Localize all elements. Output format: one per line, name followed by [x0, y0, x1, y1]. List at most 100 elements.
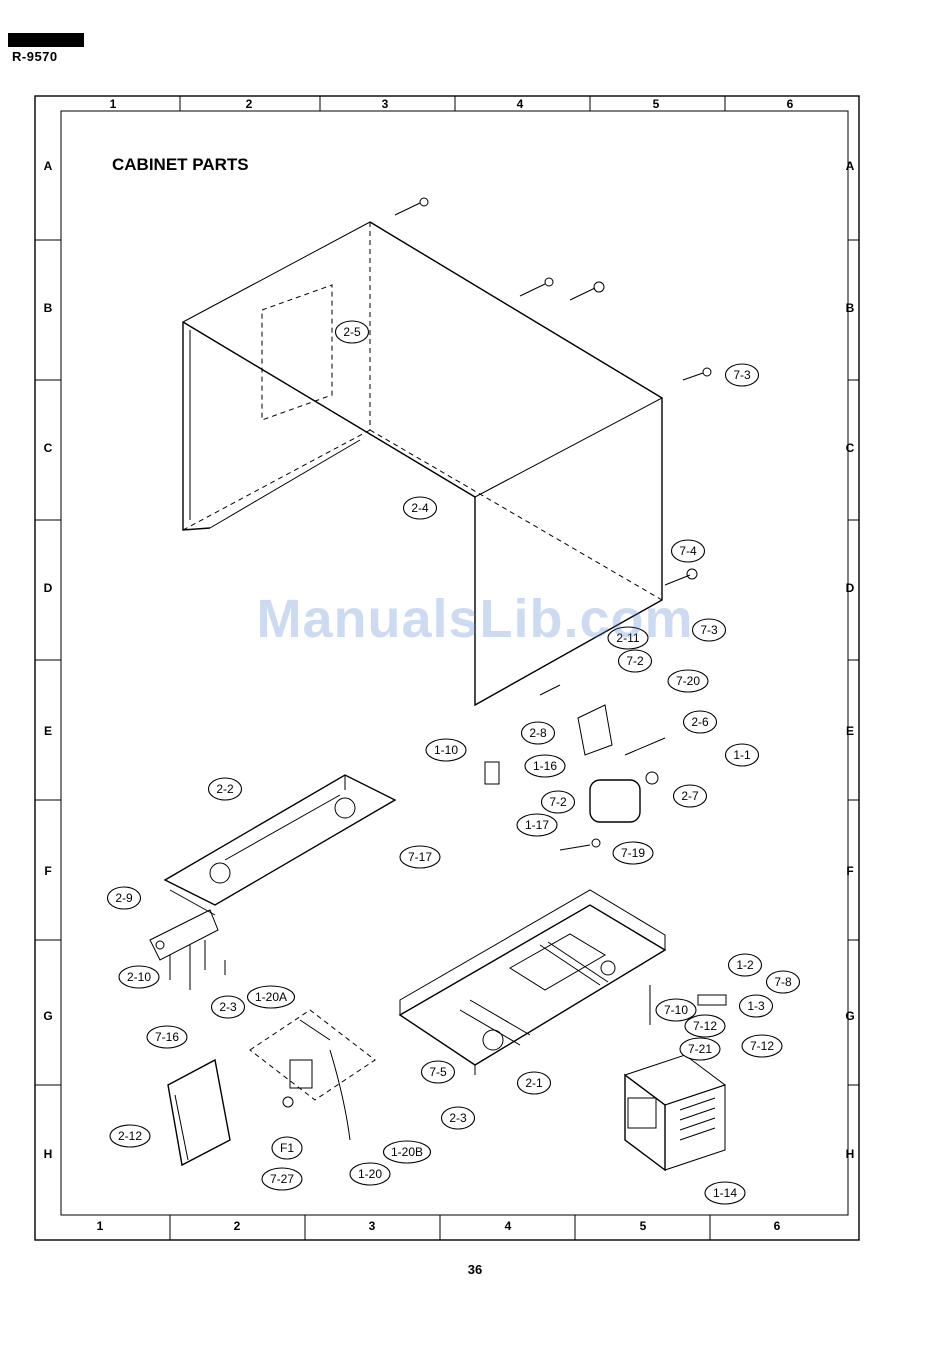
callout-label: 2-4 [411, 501, 429, 515]
grid-row-label-left: G [43, 1009, 52, 1023]
callout-7-12: 7-12 [742, 1035, 782, 1057]
callout-2-3: 2-3 [442, 1107, 475, 1129]
callout-label: 1-17 [525, 818, 549, 832]
callout-label: 2-6 [691, 715, 709, 729]
callout-7-17: 7-17 [400, 846, 440, 868]
grid-col-label-top: 3 [382, 97, 389, 111]
callout-label: 1-1 [733, 748, 751, 762]
callout-label: 7-3 [733, 368, 751, 382]
callout-label: 1-14 [713, 1186, 737, 1200]
callout-label: F1 [280, 1141, 294, 1155]
callout-2-12: 2-12 [110, 1125, 150, 1147]
grid-row-label-left: H [44, 1147, 53, 1161]
callout-label: 2-3 [219, 1000, 237, 1014]
callout-7-12: 7-12 [685, 1015, 725, 1037]
callout-7-5: 7-5 [422, 1061, 455, 1083]
callout-1-20: 1-20 [350, 1163, 390, 1185]
callout-label: 1-20A [255, 990, 287, 1004]
grid-col-label-bottom: 5 [640, 1219, 647, 1233]
callout-2-8: 2-8 [522, 722, 555, 744]
grid-col-label-top: 4 [517, 97, 524, 111]
callout-label: 2-1 [525, 1076, 543, 1090]
grid-row-label-left: E [44, 724, 52, 738]
watermark: ManualsLib.com [0, 588, 950, 650]
callout-2-10: 2-10 [119, 966, 159, 988]
mounting-plate [165, 775, 395, 915]
callout-label: 1-20 [358, 1167, 382, 1181]
callout-7-8: 7-8 [767, 971, 800, 993]
grid-col-label-bottom: 6 [774, 1219, 781, 1233]
grid-row-label-right: A [846, 159, 855, 173]
callout-1-10: 1-10 [426, 739, 466, 761]
callout-7-16: 7-16 [147, 1026, 187, 1048]
transformer [625, 1055, 725, 1170]
page-number: 36 [0, 1262, 950, 1277]
grid-row-label-left: B [44, 301, 53, 315]
grid-col-label-bottom: 1 [97, 1219, 104, 1233]
grid-col-label-top: 6 [787, 97, 794, 111]
callout-label: 2-7 [681, 789, 699, 803]
callout-2-6: 2-6 [684, 711, 717, 733]
callout-7-2: 7-2 [619, 650, 652, 672]
callout-1-3: 1-3 [740, 995, 773, 1017]
grid-col-label-top: 5 [653, 97, 660, 111]
callout-7-19: 7-19 [613, 842, 653, 864]
grid-row-label-left: C [44, 441, 53, 455]
grid-row-label-right: F [846, 864, 853, 878]
diagram-title: CABINET PARTS [112, 155, 249, 174]
callout-label: 7-17 [408, 850, 432, 864]
callout-7-3: 7-3 [726, 364, 759, 386]
callout-label: 1-10 [434, 743, 458, 757]
noise-filter-assembly [168, 1010, 375, 1165]
grid-col-label-bottom: 4 [505, 1219, 512, 1233]
callout-label: 2-12 [118, 1129, 142, 1143]
callout-7-21: 7-21 [680, 1038, 720, 1060]
callout-7-20: 7-20 [668, 670, 708, 692]
callout-F1: F1 [272, 1137, 302, 1159]
callout-label: 7-21 [688, 1042, 712, 1056]
callout-label: 7-2 [549, 795, 567, 809]
grid-row-label-right: H [846, 1147, 855, 1161]
callout-label: 7-20 [676, 674, 700, 688]
part-callouts: 2-52-47-37-47-32-117-27-202-82-61-11-101… [108, 321, 800, 1204]
grid-col-label-bottom: 2 [234, 1219, 241, 1233]
callout-label: 7-4 [679, 544, 697, 558]
grid-labels: 112233445566AABBCCDDEEFFGGHH [43, 97, 854, 1233]
callout-label: 7-19 [621, 846, 645, 860]
grid-row-label-left: F [44, 864, 51, 878]
callout-label: 2-2 [216, 782, 234, 796]
callout-label: 7-12 [750, 1039, 774, 1053]
callout-label: 7-16 [155, 1030, 179, 1044]
callout-7-10: 7-10 [656, 999, 696, 1021]
callout-label: 2-9 [115, 891, 133, 905]
callout-label: 1-2 [736, 958, 754, 972]
callout-2-5: 2-5 [336, 321, 369, 343]
callout-2-9: 2-9 [108, 887, 141, 909]
callout-2-2: 2-2 [209, 778, 242, 800]
callout-label: 1-20B [391, 1145, 423, 1159]
grid-row-label-right: B [846, 301, 855, 315]
grid-row-label-left: A [44, 159, 53, 173]
grid-col-label-top: 2 [246, 97, 253, 111]
callout-label: 7-10 [664, 1003, 688, 1017]
callout-1-17: 1-17 [517, 814, 557, 836]
callout-7-27: 7-27 [262, 1168, 302, 1190]
bracket [150, 910, 225, 990]
grid-row-label-right: E [846, 724, 854, 738]
callout-label: 1-3 [747, 999, 765, 1013]
inner-frame [61, 111, 848, 1215]
callout-1-2: 1-2 [729, 954, 762, 976]
callout-label: 2-8 [529, 726, 547, 740]
callout-2-3: 2-3 [212, 996, 245, 1018]
capacitor-and-mounts [485, 705, 726, 1025]
callout-1-20A: 1-20A [248, 986, 295, 1008]
grid-row-label-right: C [846, 441, 855, 455]
callout-label: 2-10 [127, 970, 151, 984]
callout-7-4: 7-4 [672, 540, 705, 562]
callout-2-1: 2-1 [518, 1072, 551, 1094]
callout-label: 1-16 [533, 759, 557, 773]
grid-col-label-top: 1 [110, 97, 117, 111]
callout-2-7: 2-7 [674, 785, 707, 807]
base-plate [400, 890, 665, 1075]
